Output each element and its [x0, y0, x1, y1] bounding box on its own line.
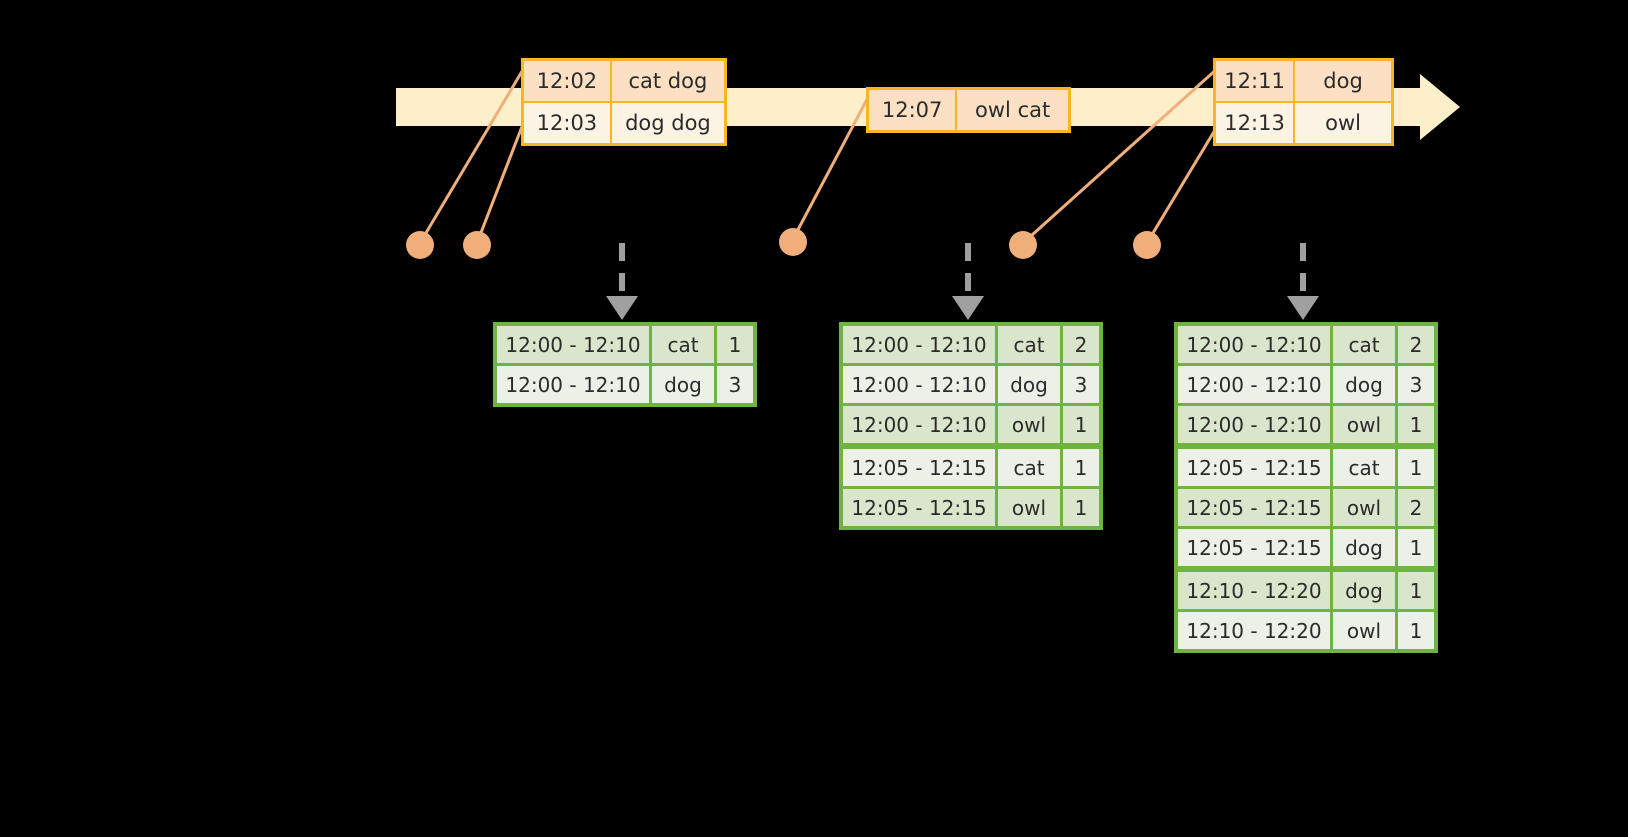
table-row[interactable]: 12:00 - 12:10 owl 1 — [1178, 406, 1434, 443]
cell-window-range: 12:05 - 12:15 — [1178, 489, 1330, 526]
cell-word: cat — [998, 326, 1060, 363]
cell-count: 2 — [1398, 489, 1434, 526]
table-arrowhead-3 — [1287, 296, 1319, 320]
cell-window-range: 12:05 - 12:15 — [1178, 449, 1330, 486]
cell-window-range: 12:00 - 12:10 — [497, 366, 649, 403]
cell-count: 3 — [717, 366, 753, 403]
cell-count: 2 — [1398, 326, 1434, 363]
connector-5 — [1145, 123, 1220, 245]
cell-count: 1 — [1398, 572, 1434, 609]
cell-word: dog — [1333, 529, 1395, 566]
event-dot-2 — [463, 231, 491, 259]
event-group-1[interactable]: 12:02 cat dog 12:03 dog dog — [521, 58, 727, 146]
table-row[interactable]: 12:05 - 12:15 dog 1 — [1178, 529, 1434, 566]
cell-window-range: 12:00 - 12:10 — [843, 366, 995, 403]
table-row[interactable]: 12:05 - 12:15 owl 1 — [843, 489, 1099, 526]
table-row[interactable]: 12:00 - 12:10 dog 3 — [843, 366, 1099, 403]
cell-window-range: 12:10 - 12:20 — [1178, 572, 1330, 609]
event-time: 12:03 — [536, 110, 598, 135]
cell-word: cat — [1333, 326, 1395, 363]
cell-word: cat — [652, 326, 714, 363]
event-dot-1 — [406, 231, 434, 259]
table-row[interactable]: 12:00 - 12:10 cat 2 — [1178, 326, 1434, 363]
event-dot-3 — [779, 228, 807, 256]
cell-window-range: 12:05 - 12:15 — [843, 449, 995, 486]
cell-window-range: 12:00 - 12:10 — [843, 406, 995, 443]
cell-word: owl — [1333, 489, 1395, 526]
cell-count: 1 — [717, 326, 753, 363]
event-value: cat dog — [609, 61, 724, 101]
event-row[interactable]: 12:11 dog — [1216, 61, 1391, 101]
event-group-3[interactable]: 12:11 dog 12:13 owl — [1213, 58, 1394, 146]
event-time: 12:02 — [524, 61, 610, 101]
cell-count: 3 — [1398, 366, 1434, 403]
cell-word: cat — [1333, 449, 1395, 486]
table-arrowhead-2 — [952, 296, 984, 320]
cell-word: dog — [1333, 366, 1395, 403]
table-row[interactable]: 12:05 - 12:15 cat 1 — [843, 449, 1099, 486]
event-value: owl cat — [955, 90, 1068, 130]
cell-word: cat — [998, 449, 1060, 486]
table-row[interactable]: 12:05 - 12:15 cat 1 — [1178, 449, 1434, 486]
event-time: 12:07 — [869, 90, 956, 130]
event-dots — [406, 228, 1161, 259]
cell-window-range: 12:00 - 12:10 — [843, 326, 995, 363]
event-value: owl — [1293, 103, 1391, 143]
cell-count: 2 — [1063, 326, 1099, 363]
event-dot-4 — [1009, 231, 1037, 259]
cell-count: 1 — [1398, 449, 1434, 486]
cell-count: 1 — [1398, 529, 1434, 566]
cell-window-range: 12:00 - 12:10 — [1178, 326, 1330, 363]
cell-window-range: 12:10 - 12:20 — [1178, 612, 1330, 649]
table-row[interactable]: 12:10 - 12:20 owl 1 — [1178, 612, 1434, 649]
connector-3 — [790, 88, 874, 243]
event-value: dog dog — [609, 103, 724, 143]
cell-count: 1 — [1398, 406, 1434, 443]
event-dot-5 — [1133, 231, 1161, 259]
event-time: 12:13 — [1224, 110, 1285, 135]
aggregation-table-2[interactable]: 12:00 - 12:10 cat 2 12:00 - 12:10 dog 3 … — [839, 322, 1103, 530]
table-arrows — [619, 243, 1306, 300]
event-row[interactable]: 12:02 cat dog — [524, 61, 724, 101]
cell-count: 1 — [1398, 612, 1434, 649]
cell-window-range: 12:00 - 12:10 — [1178, 406, 1330, 443]
table-row[interactable]: 12:00 - 12:10 owl 1 — [843, 406, 1099, 443]
cell-count: 1 — [1063, 406, 1099, 443]
event-group-2[interactable]: 12:07 owl cat — [866, 87, 1071, 133]
cell-word: dog — [1333, 572, 1395, 609]
cell-word: owl — [1333, 612, 1395, 649]
table-row[interactable]: 12:00 - 12:10 cat 1 — [497, 326, 753, 363]
aggregation-table-1[interactable]: 12:00 - 12:10 cat 1 12:00 - 12:10 dog 3 — [493, 322, 757, 407]
cell-word: owl — [998, 406, 1060, 443]
event-row[interactable]: 12:03 dog dog — [524, 101, 724, 143]
cell-window-range: 12:00 - 12:10 — [497, 326, 649, 363]
cell-word: dog — [652, 366, 714, 403]
connector-2 — [475, 122, 525, 245]
event-row[interactable]: 12:13 owl — [1216, 101, 1391, 143]
event-time: 12:11 — [1216, 61, 1294, 101]
table-arrowhead-1 — [606, 296, 638, 320]
cell-word: owl — [998, 489, 1060, 526]
cell-window-range: 12:05 - 12:15 — [1178, 529, 1330, 566]
connector-1 — [418, 66, 526, 245]
table-row[interactable]: 12:05 - 12:15 owl 2 — [1178, 489, 1434, 526]
table-arrowheads — [606, 296, 1319, 320]
table-row[interactable]: 12:00 - 12:10 dog 3 — [1178, 366, 1434, 403]
cell-word: dog — [998, 366, 1060, 403]
cell-word: owl — [1333, 406, 1395, 443]
cell-count: 1 — [1063, 489, 1099, 526]
aggregation-table-3[interactable]: 12:00 - 12:10 cat 2 12:00 - 12:10 dog 3 … — [1174, 322, 1438, 653]
event-value: dog — [1293, 61, 1391, 101]
table-row[interactable]: 12:00 - 12:10 cat 2 — [843, 326, 1099, 363]
cell-window-range: 12:00 - 12:10 — [1178, 366, 1330, 403]
cell-count: 3 — [1063, 366, 1099, 403]
cell-count: 1 — [1063, 449, 1099, 486]
cell-window-range: 12:05 - 12:15 — [843, 489, 995, 526]
event-row[interactable]: 12:07 owl cat — [869, 90, 1068, 130]
table-row[interactable]: 12:10 - 12:20 dog 1 — [1178, 572, 1434, 609]
table-row[interactable]: 12:00 - 12:10 dog 3 — [497, 366, 753, 403]
